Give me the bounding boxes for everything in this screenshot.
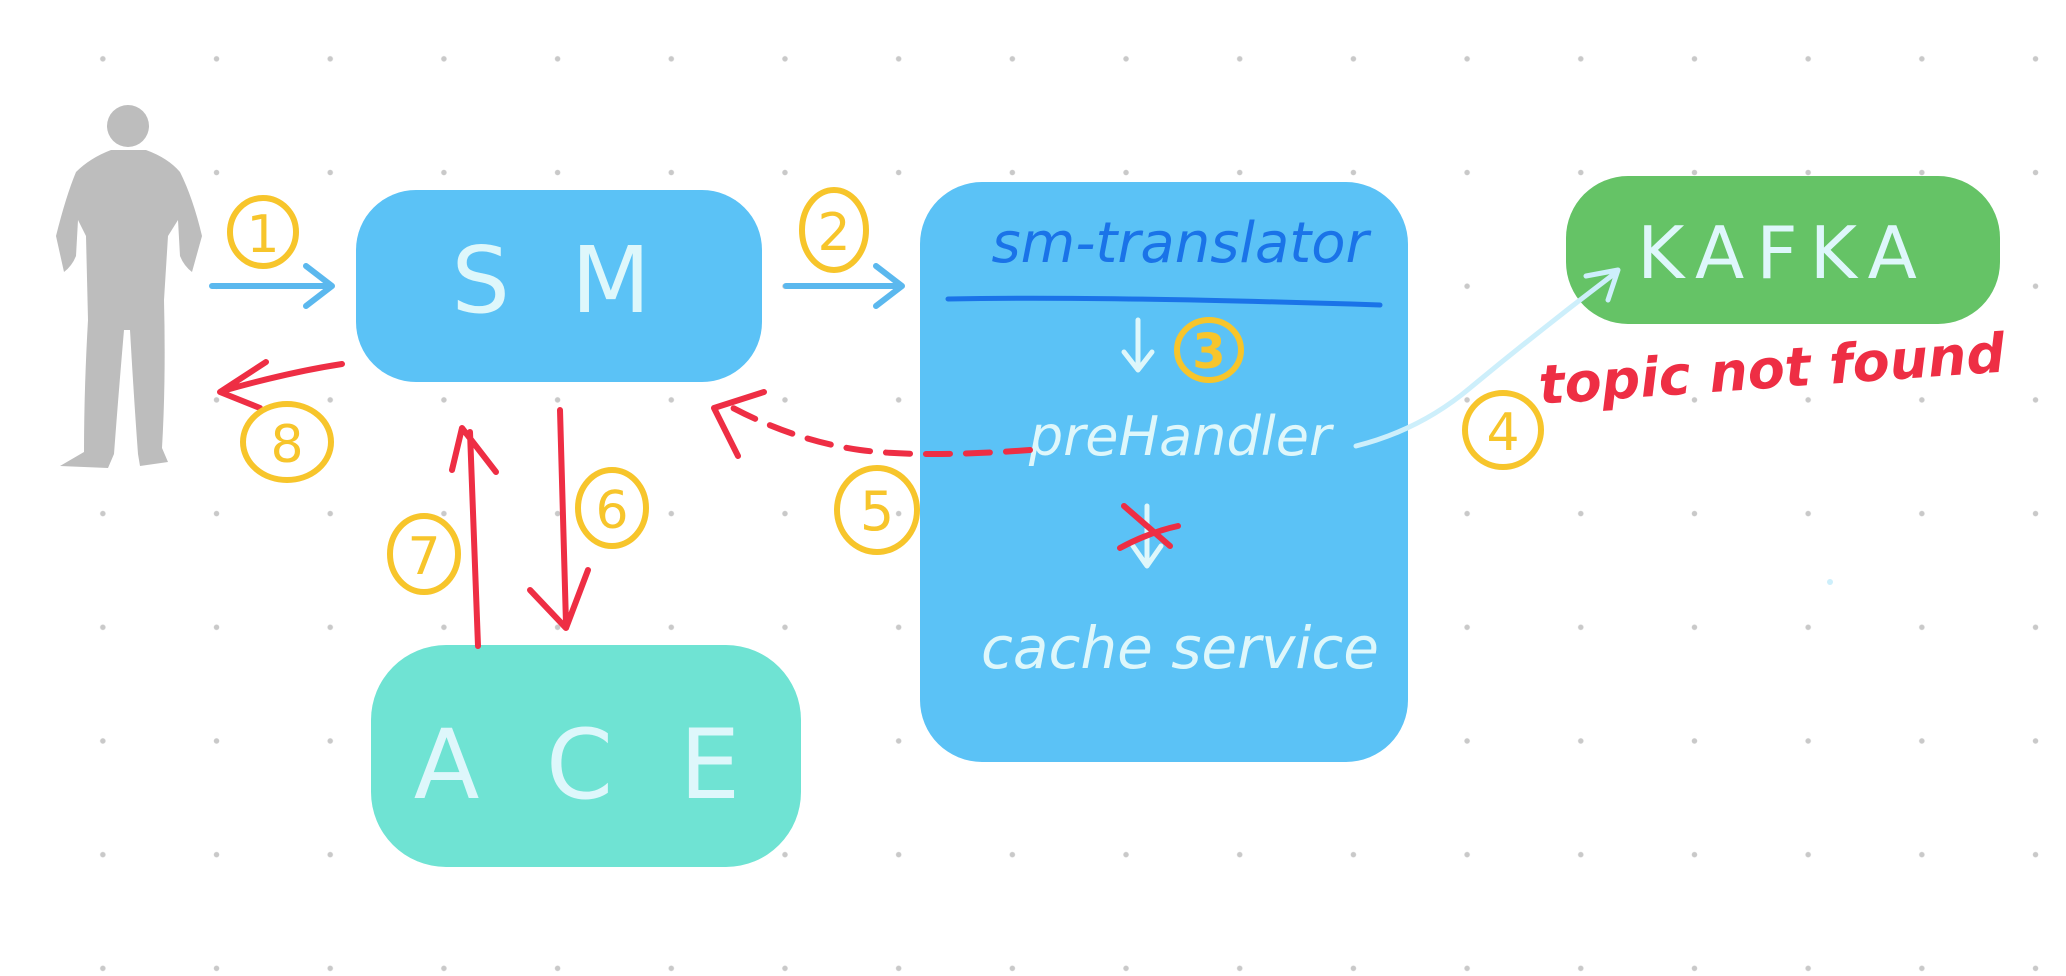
kafka-label: KAFKA (1637, 211, 1929, 295)
cross-mark-icon (1117, 503, 1181, 551)
step-3-badge: 3 (1174, 317, 1244, 383)
stray-dot (1827, 579, 1833, 585)
svg-text:2: 2 (817, 203, 850, 263)
step-4-badge: 4 (1462, 390, 1544, 470)
svg-text:4: 4 (1486, 403, 1519, 463)
prehandler-label: preHandler (1028, 405, 1334, 468)
step-7-badge: 7 (387, 513, 461, 595)
svg-text:1: 1 (246, 205, 279, 265)
svg-text:3: 3 (1192, 324, 1225, 380)
step-7-arrow (449, 425, 499, 649)
svg-text:6: 6 (595, 481, 628, 541)
svg-text:7: 7 (407, 527, 440, 587)
sm-translator-node[interactable]: sm-translator preHandler cache service (920, 182, 1408, 762)
user-figure-icon (56, 105, 202, 468)
topic-not-found-annotation: topic not found (1537, 321, 2009, 417)
step-1-badge: 1 (227, 195, 299, 269)
step-8-badge: 8 (240, 401, 334, 483)
kafka-node[interactable]: KAFKA (1566, 176, 2000, 324)
sm-label: S M (451, 227, 666, 334)
step-2-arrow (783, 263, 905, 309)
svg-text:8: 8 (270, 415, 303, 475)
title-underline (945, 295, 1383, 308)
sm-node[interactable]: S M (356, 190, 762, 382)
step-4-arrow (1353, 267, 1621, 449)
step-5-error-arrow (711, 389, 1033, 459)
ace-node[interactable]: A C E (371, 645, 801, 867)
step-8-arrow (217, 359, 345, 411)
svg-text:5: 5 (860, 480, 894, 543)
arrow-down-icon (1121, 317, 1155, 373)
ace-label: A C E (414, 709, 758, 821)
step-6-arrow (527, 407, 591, 631)
sm-translator-title: sm-translator (991, 211, 1371, 276)
step-5-badge: 5 (834, 465, 920, 555)
cache-service-label: cache service (981, 614, 1379, 682)
step-6-badge: 6 (575, 467, 649, 549)
step-1-arrow (209, 263, 335, 309)
step-2-badge: 2 (799, 187, 869, 273)
